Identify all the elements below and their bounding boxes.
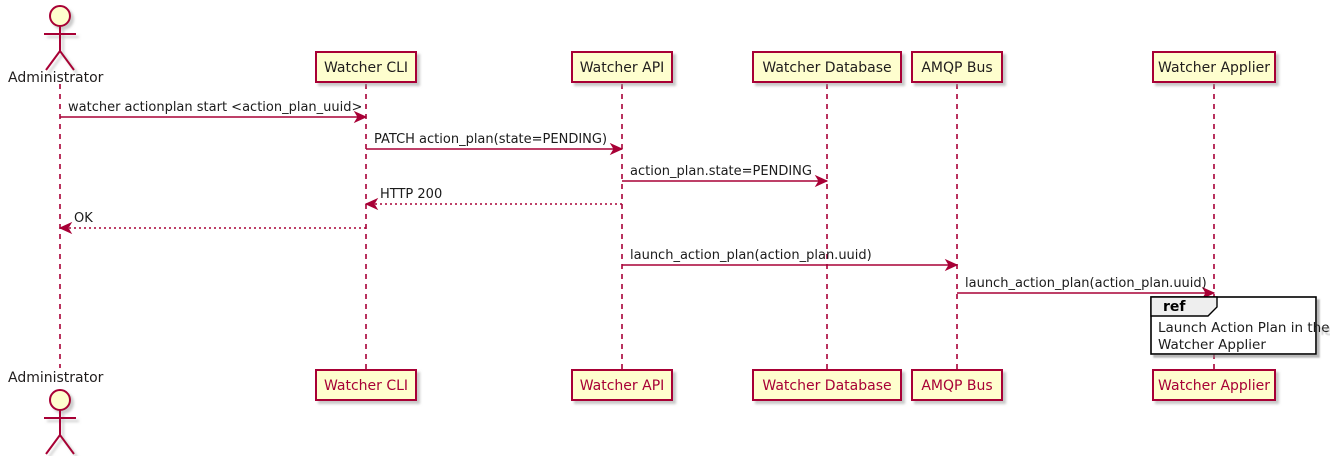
messages-group: watcher actionplan start <action_plan_uu… [58,100,1216,300]
participant-label-watcher-api-bottom: Watcher API [580,378,665,394]
actor-leg-left-icon [45,434,61,455]
participant-label-watcher-applier-top: Watcher Applier [1158,60,1270,76]
participant-box-rect[interactable] [315,51,417,83]
message-label-m5: OK [74,211,93,226]
message-arrowhead-m6 [944,258,959,272]
participant-box-rect[interactable] [1152,51,1276,83]
message-m5: OK [58,211,366,235]
participant-label-watcher-db-top: Watcher Database [762,60,891,76]
participant-box-amqp-bus-bottom[interactable] [911,369,1003,401]
participant-box-watcher-db-top[interactable] [752,51,902,83]
participant-label-administrator-top: Administrator [8,70,104,86]
message-arrowhead-m1 [353,110,368,124]
message-arrowhead-m4 [364,197,379,211]
actor-leg-left-icon [45,50,61,71]
ref-tab-shape [1150,296,1218,317]
participant-label-watcher-cli-bottom: Watcher CLI [324,378,408,394]
message-m6: launch_action_plan(action_plan.uuid) [622,248,959,272]
message-label-m3: action_plan.state=PENDING [630,164,812,179]
message-arrowhead-m5 [58,221,73,235]
participant-box-watcher-cli-top[interactable] [315,51,417,83]
ref-body-line-1: Watcher Applier [1158,337,1266,353]
participant-label-administrator-bottom: Administrator [8,370,104,386]
message-arrowhead-m2 [609,142,624,156]
ref-body-line-0: Launch Action Plan in the [1158,320,1330,336]
actor-leg-right-icon [59,50,75,71]
actor-head-icon [49,5,71,27]
participant-box-watcher-db-bottom[interactable] [752,369,902,401]
message-m1: watcher actionplan start <action_plan_uu… [60,100,368,124]
participant-label-watcher-api-top: Watcher API [580,60,665,76]
participant-box-rect[interactable] [571,51,673,83]
message-label-m2: PATCH action_plan(state=PENDING) [374,132,607,147]
participant-label-watcher-db-bottom: Watcher Database [762,378,891,394]
participant-box-rect[interactable] [571,369,673,401]
participant-box-rect[interactable] [911,369,1003,401]
participant-label-amqp-bus-bottom: AMQP Bus [921,378,992,394]
actor-administrator [44,389,76,455]
participant-label-watcher-applier-bottom: Watcher Applier [1158,378,1270,394]
participant-box-watcher-api-top[interactable] [571,51,673,83]
message-label-m7: launch_action_plan(action_plan.uuid) [965,276,1207,291]
participant-box-rect[interactable] [752,369,902,401]
message-m2: PATCH action_plan(state=PENDING) [366,132,624,156]
participant-box-rect[interactable] [1152,369,1276,401]
actor-head-icon [49,389,71,411]
participant-box-watcher-applier-top[interactable] [1152,51,1276,83]
participant-box-rect[interactable] [315,369,417,401]
message-m4: HTTP 200 [364,187,622,211]
participant-box-watcher-cli-bottom[interactable] [315,369,417,401]
message-m7: launch_action_plan(action_plan.uuid) [957,276,1216,300]
ref-tab-label: ref [1163,299,1186,315]
actor-leg-right-icon [59,434,75,455]
message-arrowhead-m3 [814,174,829,188]
participant-label-watcher-cli-top: Watcher CLI [324,60,408,76]
lifelines-group [59,84,1215,370]
message-m3: action_plan.state=PENDING [622,164,829,188]
participant-box-rect[interactable] [911,51,1003,83]
participant-box-amqp-bus-top[interactable] [911,51,1003,83]
participant-box-rect[interactable] [752,51,902,83]
message-label-m1: watcher actionplan start <action_plan_uu… [68,100,362,115]
participant-box-watcher-applier-bottom[interactable] [1152,369,1276,401]
participant-box-watcher-api-bottom[interactable] [571,369,673,401]
message-label-m4: HTTP 200 [380,187,442,202]
participant-label-amqp-bus-top: AMQP Bus [921,60,992,76]
message-label-m6: launch_action_plan(action_plan.uuid) [630,248,872,263]
actor-administrator [44,5,76,71]
